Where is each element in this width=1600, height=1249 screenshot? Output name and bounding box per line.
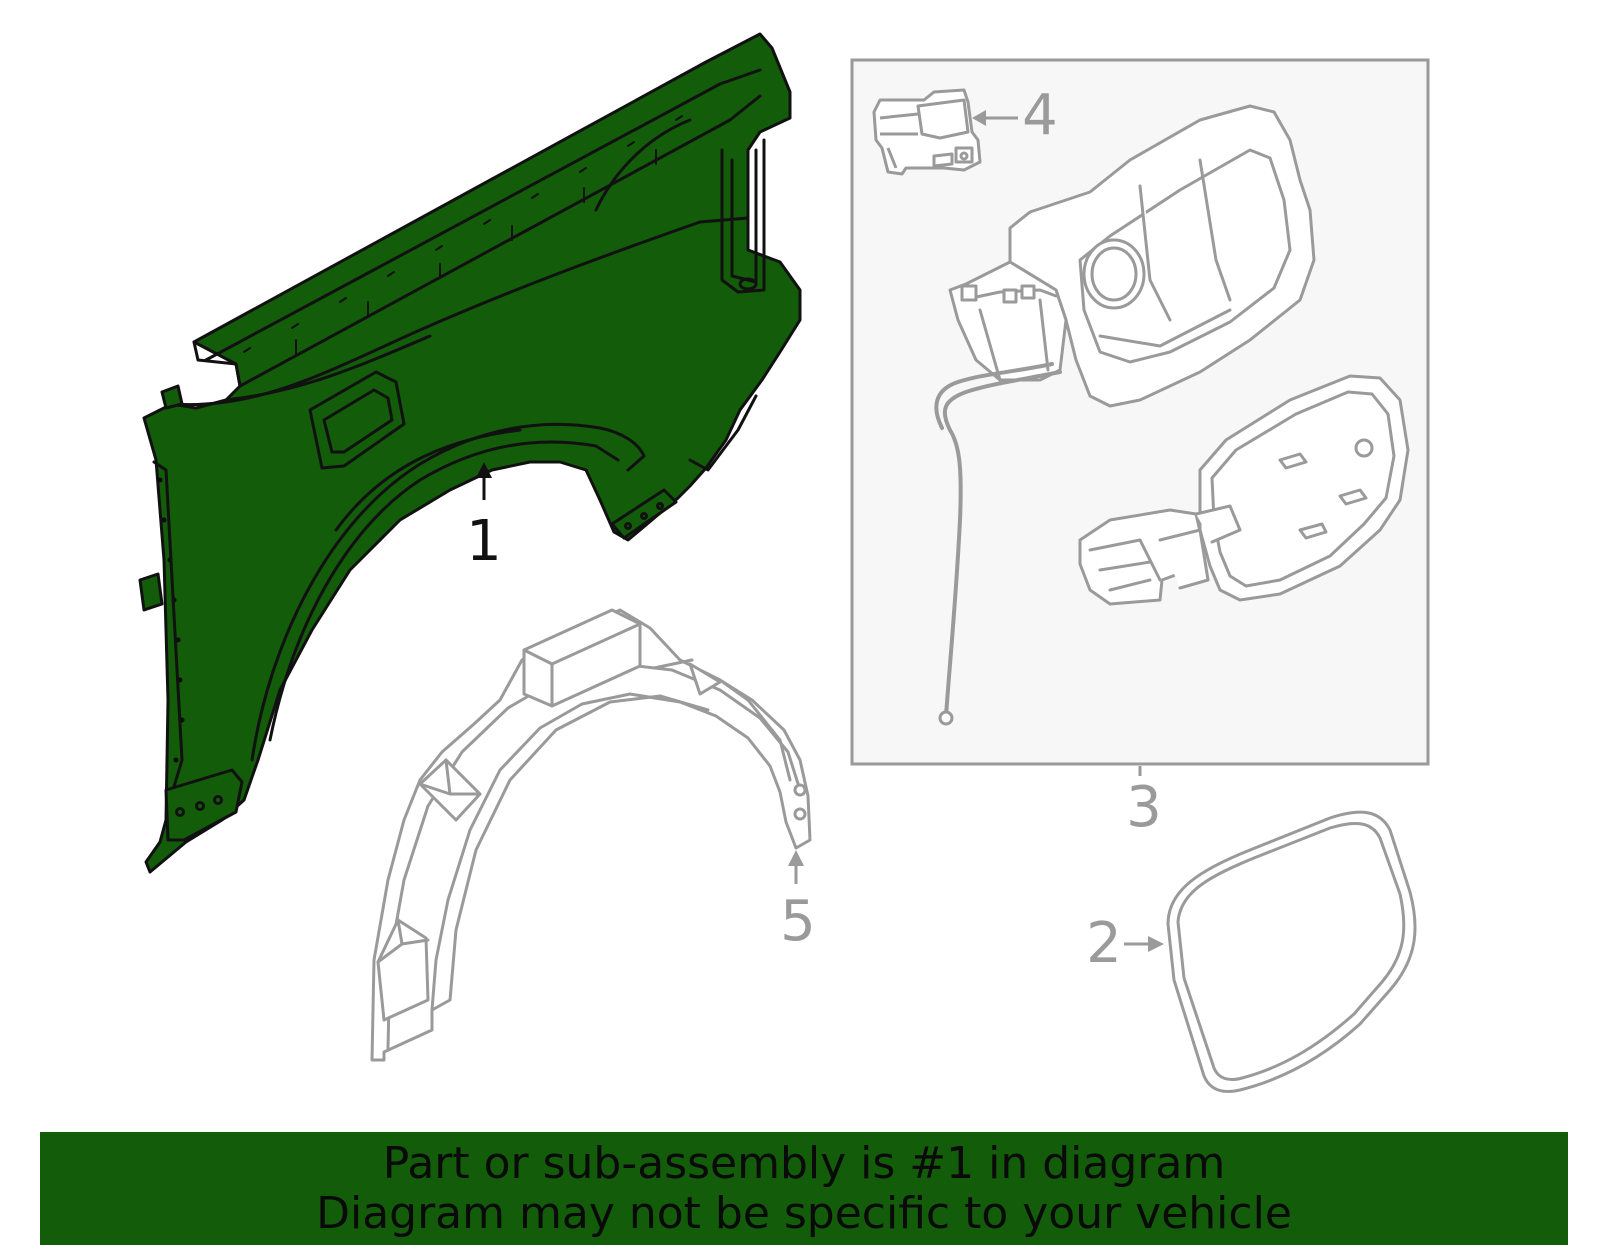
part-4-actuator[interactable]	[872, 88, 982, 176]
callout-2: 2	[1086, 911, 1164, 976]
banner-line-2: Diagram may not be specific to your vehi…	[316, 1187, 1292, 1239]
part-1-quarter-panel[interactable]	[138, 32, 802, 874]
part-3-fuel-door-housing[interactable]	[934, 104, 1410, 726]
part-5-wheelhouse-liner[interactable]	[370, 608, 812, 1062]
callout-2-label: 2	[1086, 911, 1122, 976]
callout-5-label: 5	[780, 889, 816, 954]
part-2-fuel-door[interactable]	[1166, 810, 1417, 1093]
callout-4-label: 4	[1022, 83, 1058, 148]
callout-1: 1	[466, 462, 502, 574]
info-banner: Part or sub-assembly is #1 in diagram Di…	[40, 1132, 1568, 1245]
callout-1-label: 1	[466, 509, 502, 574]
callout-4: 4	[972, 83, 1058, 148]
callout-3-label: 3	[1126, 775, 1162, 840]
callout-5: 5	[780, 850, 816, 954]
banner-line-1: Part or sub-assembly is #1 in diagram	[382, 1137, 1226, 1189]
callout-3: 3	[1126, 766, 1162, 840]
